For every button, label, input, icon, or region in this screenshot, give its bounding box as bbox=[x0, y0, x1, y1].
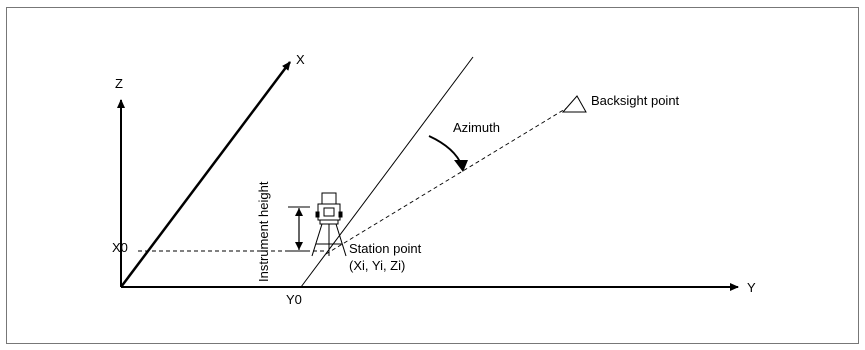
diagram-frame bbox=[6, 7, 859, 344]
x-parallel-line bbox=[300, 56, 474, 288]
azimuth-arrowhead bbox=[454, 160, 468, 172]
station-point-label: Station point bbox=[349, 241, 422, 256]
x0-label: X0 bbox=[112, 240, 128, 255]
backsight-triangle-icon bbox=[561, 95, 587, 113]
x-axis bbox=[120, 61, 291, 288]
backsight-dashed-line bbox=[325, 102, 576, 255]
total-station-icon bbox=[311, 192, 347, 257]
y0-label: Y0 bbox=[286, 292, 302, 307]
station-coords-label: (Xi, Yi, Zi) bbox=[349, 258, 405, 273]
z-axis-label: Z bbox=[115, 76, 123, 91]
y-axis-label: Y bbox=[747, 280, 756, 295]
azimuth-label: Azimuth bbox=[453, 120, 500, 135]
instrument-height-indicator bbox=[288, 206, 310, 252]
instrument-height-label: Instrument height bbox=[256, 181, 271, 282]
x-axis-label: X bbox=[296, 52, 305, 67]
backsight-label: Backsight point bbox=[591, 93, 680, 108]
